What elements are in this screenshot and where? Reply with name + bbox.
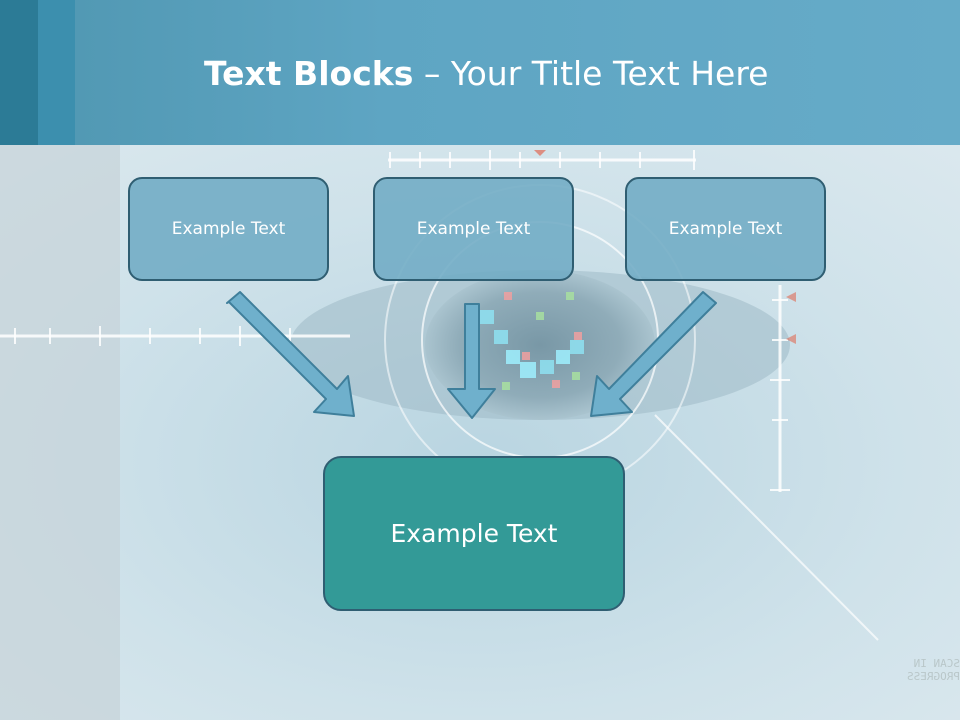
arrow-center [447,303,496,419]
title-rest: Your Title Text Here [450,54,769,93]
arrow-left [226,291,355,417]
slide-header: Text Blocks – Your Title Text Here [0,0,960,145]
header-accent-bar-2 [38,0,75,145]
slide-title: Text Blocks – Your Title Text Here [204,54,768,98]
arrow-right [590,291,717,417]
title-dash: – [413,54,451,93]
text-block-1[interactable]: Example Text [128,177,329,281]
text-block-main[interactable]: Example Text [323,456,625,611]
text-block-2[interactable]: Example Text [373,177,574,281]
text-block-3[interactable]: Example Text [625,177,826,281]
title-bold: Text Blocks [204,54,414,93]
header-accent-bar [0,0,38,145]
